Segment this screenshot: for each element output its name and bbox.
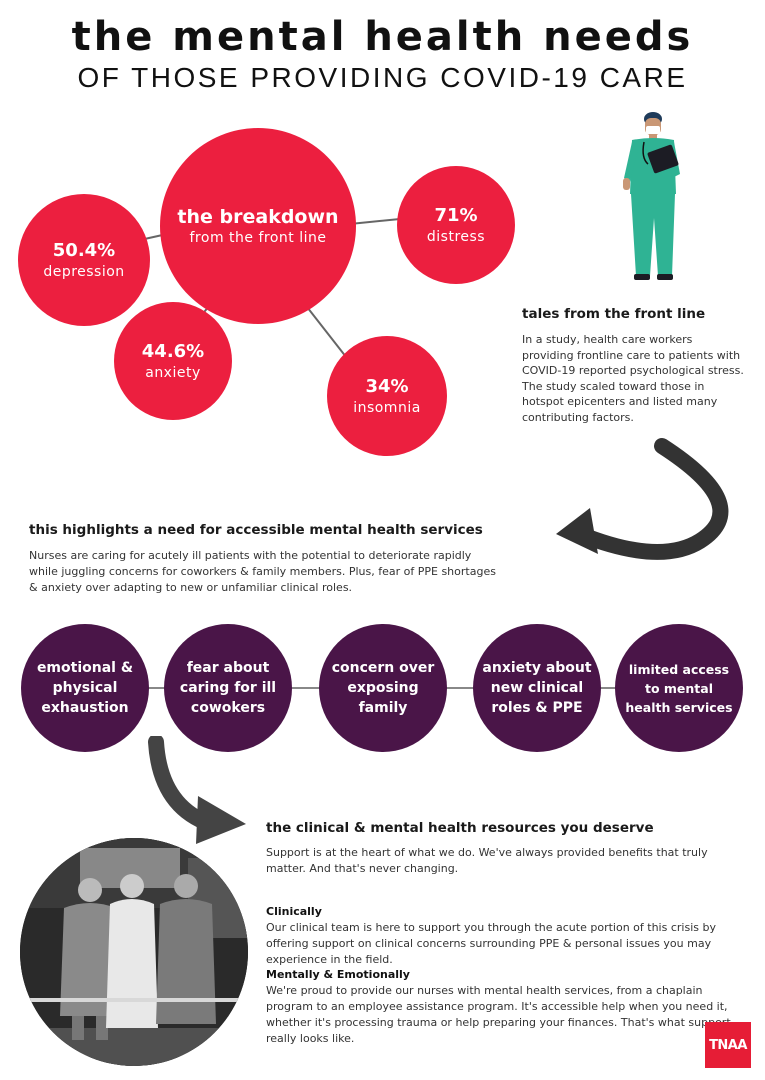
tales-body: In a study, health care workers providin… <box>522 333 744 424</box>
page-subtitle: OF THOSE PROVIDING COVID-19 CARE <box>77 62 688 93</box>
factor-clinical-roles: anxiety about new clinical roles & PPE <box>473 624 601 752</box>
stat-value: 34% <box>365 376 409 398</box>
breakdown-subtitle: from the front line <box>189 230 327 247</box>
nurses-photo <box>20 838 248 1066</box>
tnaa-logo: TNAA <box>705 1022 751 1068</box>
stat-label: insomnia <box>353 399 421 416</box>
mentally-heading: Mentally & Emotionally <box>266 968 410 981</box>
stat-label: anxiety <box>145 364 201 381</box>
stat-bubble-depression: 50.4% depression <box>18 194 150 326</box>
breakdown-main-bubble: the breakdown from the front line <box>160 128 356 324</box>
factor-limited-access: limited access to mental health services <box>615 624 743 752</box>
tales-title: tales from the front line <box>522 306 706 322</box>
factor-fear-coworkers: fear about caring for ill cowokers <box>164 624 292 752</box>
stat-bubble-anxiety: 44.6% anxiety <box>114 302 232 420</box>
resources-intro: Support is at the heart of what we do. W… <box>266 846 708 875</box>
stat-label: depression <box>43 263 125 280</box>
curved-arrow-left-icon <box>556 438 729 560</box>
stat-value: 71% <box>434 205 478 227</box>
logo-text: TNAA <box>709 1037 747 1053</box>
highlight-title: this highlights a need for accessible me… <box>29 522 483 538</box>
stat-value: 50.4% <box>52 240 116 262</box>
nurse-illustration-icon <box>623 112 680 280</box>
stat-bubble-insomnia: 34% insomnia <box>327 336 447 456</box>
stat-bubble-distress: 71% distress <box>397 166 515 284</box>
stat-value: 44.6% <box>141 341 205 363</box>
mentally-body: We're proud to provide our nurses with m… <box>266 984 731 1045</box>
highlight-body: Nurses are caring for acutely ill patien… <box>29 549 496 594</box>
resources-title: the clinical & mental health resources y… <box>266 820 654 836</box>
stat-label: distress <box>426 228 486 245</box>
clinically-heading: Clinically <box>266 905 322 918</box>
clinically-body: Our clinical team is here to support you… <box>266 921 716 966</box>
page-title: the mental health needs <box>71 14 694 60</box>
factor-exhaustion: emotional & physical exhaustion <box>21 624 149 752</box>
breakdown-title: the breakdown <box>177 205 339 228</box>
factor-exposing-family: concern over exposing family <box>319 624 447 752</box>
curved-arrow-down-right-icon <box>148 736 246 844</box>
